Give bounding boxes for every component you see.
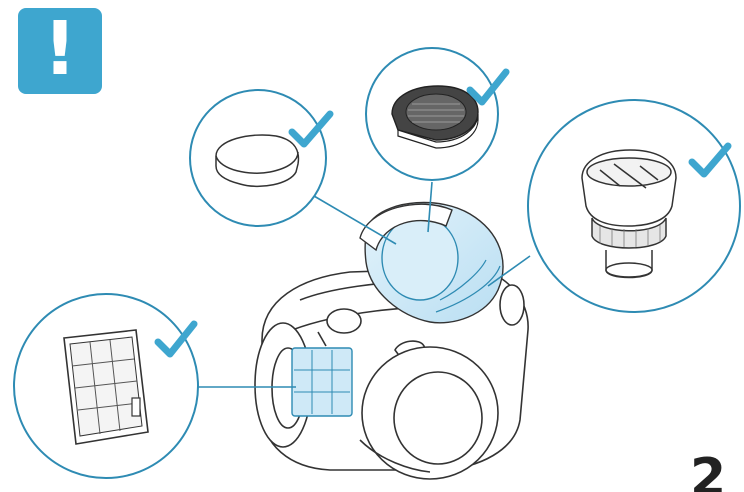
checkmark-icon <box>288 110 334 148</box>
exhaust-hepa-filter <box>63 329 149 445</box>
round-motor-filter <box>391 85 479 149</box>
exclamation-icon: ! <box>43 6 77 92</box>
cyclone-filter-cone <box>581 149 677 279</box>
dust-container <box>359 201 504 324</box>
callout-cyclone-filter <box>527 99 741 313</box>
callout-motor-filter <box>365 47 510 181</box>
checkmark-icon <box>466 68 510 106</box>
callout-connectors <box>194 181 531 388</box>
checkmark-icon <box>688 142 732 178</box>
foam-filter-pad <box>215 134 300 188</box>
exhaust-filter-highlight <box>291 347 353 417</box>
callout-hepa-filter <box>13 293 199 479</box>
checkmark-icon <box>154 320 198 358</box>
warning-badge: ! <box>18 8 102 94</box>
callout-foam-filter <box>189 89 334 227</box>
page-number: 2 <box>690 452 727 492</box>
